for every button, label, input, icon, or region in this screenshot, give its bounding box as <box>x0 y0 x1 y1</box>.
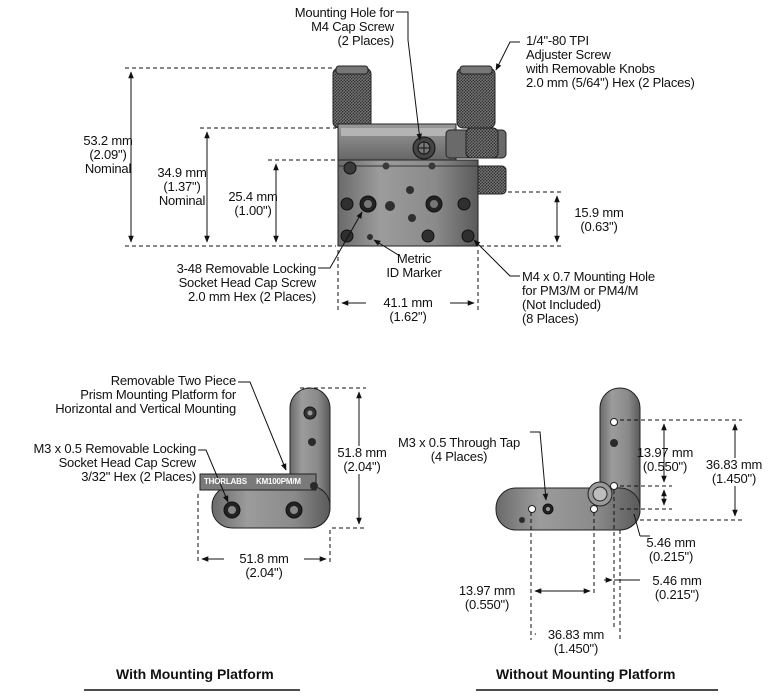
dim-546-horizontal-label: 5.46 mm(0.215") <box>652 573 702 602</box>
caption-with-platform: With Mounting Platform <box>116 666 274 682</box>
dim-53-label: 53.2 mm(2.09")Nominal <box>83 133 133 176</box>
dim-349-label: 34.9 mm(1.37")Nominal <box>157 165 207 208</box>
dim-1397-vertical-label: 13.97 mm(0.550") <box>636 445 694 474</box>
top-kinematic-mount <box>332 65 507 247</box>
with-platform-drawing <box>199 387 331 529</box>
dim-159-label: 15.9 mm(0.63") <box>574 205 624 234</box>
without-platform-drawing <box>495 387 641 531</box>
dim-411-label: 41.1 mm(1.62") <box>366 296 450 324</box>
brand-engraving: THORLABS <box>204 477 247 486</box>
dim-3683-horizontal-label: 36.83 mm(1.450") <box>536 628 616 656</box>
adjuster-knob-left <box>332 67 372 129</box>
dim-254-label: 25.4 mm(1.00") <box>228 189 278 218</box>
dim-546-vertical-label: 5.46 mm(0.215") <box>646 535 696 564</box>
adjuster-knob-right <box>456 67 496 129</box>
dim-518-horizontal-label: 51.8 mm(2.04") <box>224 552 304 580</box>
m3-tap-label: M3 x 0.5 Through Tap(4 Places) <box>398 435 520 464</box>
top-dimension-lines <box>125 11 562 310</box>
model-engraving: KM100PM/M <box>256 477 301 486</box>
dim-3683-vertical-label: 36.83 mm(1.450") <box>696 458 772 486</box>
dim-1397-horizontal-label: 13.97 mm(0.550") <box>458 583 516 612</box>
caption-without-platform: Without Mounting Platform <box>496 666 676 682</box>
dim-518-vertical-label: 51.8 mm(2.04") <box>332 446 392 474</box>
